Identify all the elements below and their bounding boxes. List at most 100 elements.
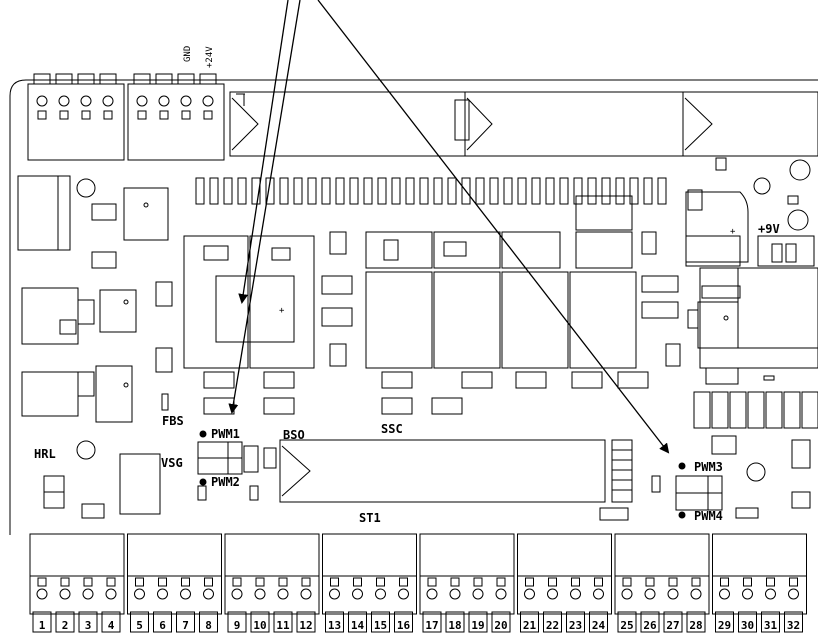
- pin-number: 10: [253, 619, 266, 632]
- terminal-pin-box: [130, 611, 149, 633]
- fbs-label: FBS: [162, 414, 184, 428]
- terminal-pad: [399, 577, 408, 587]
- bottom-terminal-blocks: [29, 533, 807, 633]
- terminal-pad: [204, 577, 213, 587]
- resistor: [461, 177, 471, 205]
- resistor: [363, 177, 373, 205]
- terminal-hole: [719, 588, 730, 600]
- pin-number: 24: [592, 619, 606, 632]
- gnd-label: GND: [183, 46, 193, 62]
- pin-pad: [81, 110, 91, 120]
- terminal-pin-box: [101, 611, 121, 633]
- terminal-pad: [353, 577, 362, 587]
- resistor: [335, 177, 345, 205]
- pin-number: 32: [787, 619, 800, 632]
- terminal-pin-box: [371, 611, 390, 633]
- terminal-hole: [82, 588, 94, 600]
- terminal-pad: [181, 577, 190, 587]
- terminal-block-base: [322, 575, 417, 615]
- st1-label: ST1: [359, 511, 381, 525]
- terminal-hole: [788, 588, 799, 600]
- pin-number: 19: [471, 619, 484, 632]
- terminal-block: [614, 533, 710, 577]
- terminal-pin-box: [176, 611, 195, 633]
- terminal-pin-box: [663, 611, 683, 633]
- resistor: [223, 177, 233, 205]
- pin-number: 27: [666, 619, 679, 632]
- terminal-pin-box: [468, 611, 488, 633]
- terminal-block-base: [419, 575, 515, 615]
- pin-number: 21: [523, 619, 537, 632]
- terminal-block-base: [127, 575, 222, 615]
- resistor: [573, 177, 583, 205]
- terminal-hole: [254, 588, 266, 600]
- resistor: [447, 177, 457, 205]
- resistor: [489, 177, 499, 205]
- pin-hole: [36, 95, 48, 107]
- pin-hole: [136, 95, 148, 107]
- terminal-hole: [180, 588, 191, 600]
- pin-number: 29: [718, 619, 731, 632]
- pin-number: 31: [764, 619, 778, 632]
- terminal-pad: [255, 577, 265, 587]
- terminal-pin-box: [227, 611, 247, 633]
- terminal-pad: [427, 577, 437, 587]
- terminal-hole: [352, 588, 363, 600]
- terminal-pad: [450, 577, 460, 587]
- diode-row: [203, 371, 649, 415]
- resistor: [587, 177, 597, 205]
- terminal-hole: [690, 588, 702, 600]
- hrl-label: HRL: [34, 447, 56, 461]
- terminal-pin-box: [640, 611, 660, 633]
- terminal-pad: [691, 577, 701, 587]
- terminal-pad: [496, 577, 506, 587]
- terminal-pin-box: [55, 611, 75, 633]
- pin-pad: [137, 110, 147, 120]
- terminal-pad: [789, 577, 798, 587]
- pin-pad: [203, 110, 213, 120]
- svg-text:+: +: [279, 306, 285, 316]
- pin-number: 17: [425, 619, 438, 632]
- smd-part: [747, 391, 765, 429]
- pin-number: 6: [159, 619, 166, 632]
- st1-module: [279, 439, 633, 521]
- resistor: [643, 177, 653, 205]
- diode: [617, 371, 649, 389]
- resistor: [601, 177, 611, 205]
- terminal-hole: [644, 588, 656, 600]
- terminal-pin-box: [445, 611, 465, 633]
- resistor: [615, 177, 625, 205]
- right-components: +: [685, 157, 818, 519]
- resistor: [531, 177, 541, 205]
- svg-text:+: +: [730, 227, 736, 237]
- terminal-pad: [548, 577, 557, 587]
- pin-number: 14: [351, 619, 365, 632]
- terminal-hole: [300, 588, 312, 600]
- diode: [263, 371, 295, 389]
- terminal-block: [127, 533, 222, 577]
- terminal-hole: [105, 588, 117, 600]
- terminal-block: [29, 533, 125, 577]
- pin-number: 12: [299, 619, 312, 632]
- terminal-block-base: [614, 575, 710, 615]
- resistor: [517, 177, 527, 205]
- pin-number: 25: [620, 619, 633, 632]
- terminal-hole: [329, 588, 340, 600]
- terminal-pin-box: [250, 611, 270, 633]
- resistor: [195, 177, 205, 205]
- pin-number: 9: [234, 619, 241, 632]
- terminal-block: [322, 533, 417, 577]
- terminal-pad: [83, 577, 93, 587]
- terminal-pad: [766, 577, 775, 587]
- pwm3-label: PWM3: [694, 460, 723, 474]
- terminal-hole: [570, 588, 581, 600]
- terminal-hole: [157, 588, 168, 600]
- board-outline: [9, 79, 818, 97]
- resistor: [405, 177, 415, 205]
- pwm1-label: PWM1: [211, 427, 240, 441]
- terminal-block: [419, 533, 515, 577]
- terminal-hole: [472, 588, 484, 600]
- pin-number: 8: [205, 619, 212, 632]
- pwm4-label: PWM4: [694, 509, 723, 523]
